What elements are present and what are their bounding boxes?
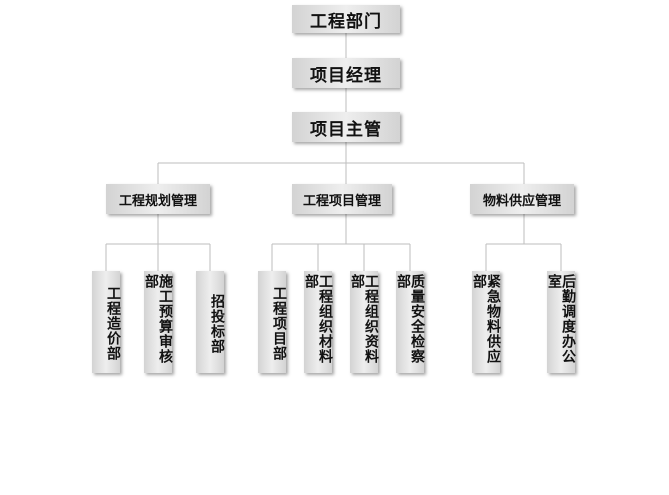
node-root: 工程部门 <box>292 5 400 33</box>
node-unit-budget-review: 施工预算审核部 <box>143 271 173 373</box>
node-dept-project: 工程项目管理 <box>292 184 392 214</box>
node-manager: 项目经理 <box>292 58 400 88</box>
node-unit-logistics-office: 后勤调度办公室 <box>546 271 576 373</box>
node-unit-documents: 工程组织资料部 <box>349 271 379 373</box>
node-unit-bidding: 招投标部 <box>196 271 225 373</box>
node-unit-emergency-supply: 紧急物料供应部 <box>471 271 501 373</box>
node-dept-planning: 工程规划管理 <box>106 184 210 214</box>
node-dept-supply: 物料供应管理 <box>470 184 574 214</box>
node-supervisor: 项目主管 <box>292 112 400 142</box>
node-unit-cost: 工程造价部 <box>92 271 121 373</box>
node-unit-quality-safety: 质量安全检察部 <box>395 271 425 373</box>
node-unit-project: 工程项目部 <box>258 271 287 373</box>
node-unit-materials: 工程组织材料部 <box>303 271 333 373</box>
